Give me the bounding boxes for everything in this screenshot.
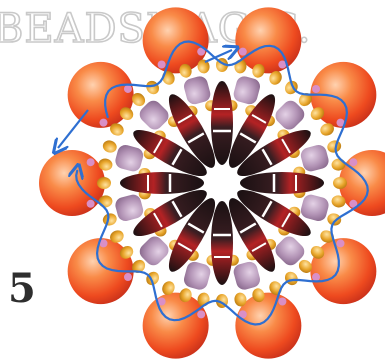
pink-seed-bead bbox=[87, 200, 95, 208]
pink-seed-bead bbox=[349, 158, 357, 166]
pink-seed-bead bbox=[278, 298, 286, 306]
gold-seed-bead bbox=[282, 269, 300, 287]
spindle-bead bbox=[240, 172, 324, 194]
cube-bead bbox=[232, 75, 262, 106]
thread-arrow bbox=[58, 110, 88, 148]
pink-seed-bead bbox=[239, 48, 247, 56]
gold-seed-bead bbox=[101, 212, 118, 228]
spindle-body bbox=[240, 172, 324, 194]
pink-seed-bead bbox=[87, 158, 95, 166]
pink-seed-bead bbox=[158, 60, 166, 68]
step-number: 5 bbox=[8, 265, 36, 312]
spindle-bead bbox=[120, 172, 204, 194]
pink-seed-bead bbox=[197, 310, 205, 318]
gold-seed-bead bbox=[333, 177, 347, 189]
pink-seed-bead bbox=[124, 85, 132, 93]
cube-bead bbox=[114, 143, 145, 173]
pink-seed-bead bbox=[312, 273, 320, 281]
spindle-body bbox=[211, 201, 233, 285]
spindle-body bbox=[120, 172, 204, 194]
gold-seed-bead bbox=[326, 212, 343, 228]
gold-seed-bead bbox=[97, 177, 111, 189]
pink-seed-bead bbox=[99, 119, 107, 127]
pink-seed-bead bbox=[124, 273, 132, 281]
cube-bead bbox=[299, 193, 330, 223]
pearl-bead bbox=[39, 150, 105, 216]
cube-bead bbox=[182, 260, 212, 291]
pink-seed-bead bbox=[337, 239, 345, 247]
gold-seed-bead bbox=[326, 139, 343, 155]
spindle-bead bbox=[211, 201, 233, 285]
spindle-bead bbox=[211, 81, 233, 165]
gold-seed-bead bbox=[144, 78, 162, 96]
cube-bead bbox=[182, 75, 212, 106]
cube-bead bbox=[232, 260, 262, 291]
gold-seed-bead bbox=[101, 139, 118, 155]
spindle-body bbox=[211, 81, 233, 165]
pink-seed-bead bbox=[312, 85, 320, 93]
